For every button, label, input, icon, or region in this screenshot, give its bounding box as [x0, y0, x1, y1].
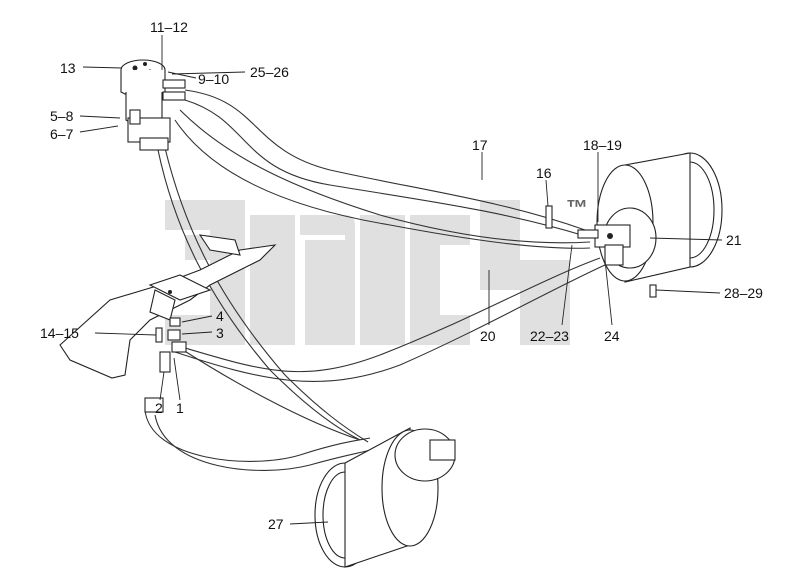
bolt-28-29 — [649, 284, 657, 298]
travel-motor-left — [314, 427, 456, 568]
label-27: 27 — [268, 516, 284, 532]
label-4: 4 — [216, 308, 224, 324]
travel-motor-right — [577, 152, 723, 283]
label-14-15: 14–15 — [40, 325, 79, 341]
label-9-10: 9–10 — [198, 71, 229, 87]
fittings — [144, 317, 187, 413]
label-2: 2 — [155, 400, 163, 416]
label-17: 17 — [472, 137, 488, 153]
fitting-4 — [169, 317, 181, 327]
hose-lines — [144, 89, 606, 471]
label-20: 20 — [480, 328, 496, 344]
label-24: 24 — [604, 328, 620, 344]
watermark-logo — [165, 200, 570, 345]
swivel-joint — [120, 59, 186, 151]
label-28-29: 28–29 — [724, 285, 763, 301]
fitting-16 — [545, 205, 553, 229]
label-21: 21 — [726, 232, 742, 248]
label-16: 16 — [536, 165, 552, 181]
label-6-7: 6–7 — [50, 126, 74, 142]
trademark-symbol: ™ — [566, 195, 588, 220]
label-11-12: 11–12 — [150, 19, 188, 35]
label-1: 1 — [176, 400, 184, 416]
label-3: 3 — [216, 325, 224, 341]
label-25-26: 25–26 — [250, 64, 289, 80]
label-5-8: 5–8 — [50, 108, 74, 124]
label-18-19: 18–19 — [583, 137, 622, 153]
label-13: 13 — [60, 60, 76, 76]
leader-lines — [79, 35, 723, 525]
track-frame — [59, 234, 277, 379]
label-22-23: 22–23 — [530, 328, 569, 344]
part-labels: 11–12 13 9–10 25–26 5–8 6–7 17 16 18–19 … — [40, 19, 763, 532]
